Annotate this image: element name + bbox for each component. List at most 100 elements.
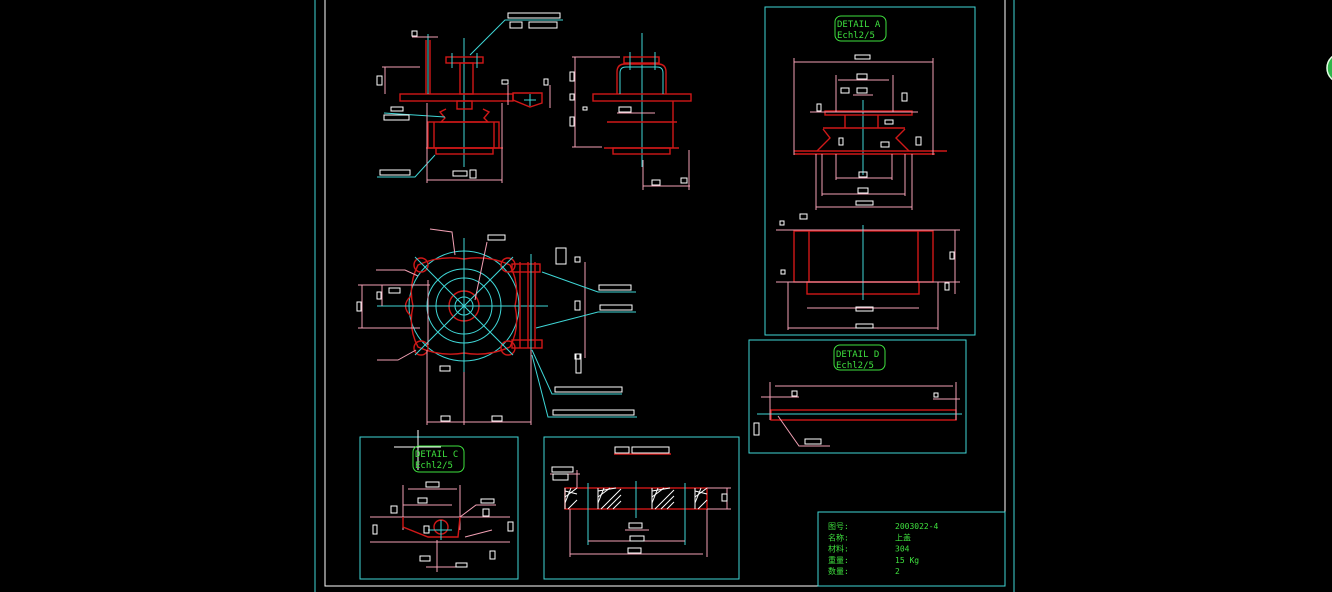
front-view <box>377 19 563 183</box>
dimension-label-box <box>628 522 643 529</box>
dimension-label-box <box>631 446 670 454</box>
section-hatch-line <box>666 501 675 510</box>
dimension-label-box <box>901 92 908 102</box>
dimension-label-box <box>599 304 633 311</box>
dimension-label-box <box>480 498 495 504</box>
detail-c-title: DETAIL C <box>415 450 458 460</box>
dimension-label-box <box>858 171 868 178</box>
dimension-label-box <box>509 21 523 29</box>
section-hatch-line <box>651 487 671 492</box>
detail-d-tag: DETAIL D Echl2/5 <box>833 344 886 371</box>
floating-action-button[interactable] <box>1326 53 1332 83</box>
plan-view <box>358 228 637 425</box>
dimension-label-box <box>489 550 496 560</box>
dimension-label-box <box>425 481 440 488</box>
section-hatch-line <box>654 489 675 510</box>
dimension-label-box <box>598 284 632 291</box>
section-hatch-line <box>567 499 578 510</box>
dimension-labels <box>356 12 955 568</box>
dimension-label-box <box>779 220 785 226</box>
dimension-label-box <box>507 12 561 19</box>
dimension-label-box <box>372 524 378 535</box>
dimension-label-box <box>856 87 868 94</box>
dimension-label-box <box>855 200 874 206</box>
dimension-label-box <box>419 555 431 562</box>
section-hatch-line <box>564 490 578 495</box>
dimension-label-box <box>799 213 808 220</box>
dimension-label-box <box>507 521 514 532</box>
dimension-label-box <box>949 251 955 260</box>
dimension-label-box <box>569 93 575 101</box>
title-block-value: 304 <box>895 545 910 554</box>
detail-d-title: DETAIL D <box>836 350 879 360</box>
dimension-label-box <box>552 473 569 481</box>
title-block-value: 15 Kg <box>895 556 919 565</box>
title-block-label: 材料: <box>828 544 849 554</box>
dimension-label-box <box>440 415 451 422</box>
dimension-label-box <box>753 422 760 436</box>
section-hatch-line <box>694 490 708 495</box>
title-block-label: 名称: <box>828 532 849 542</box>
dimension-label-box <box>388 287 401 294</box>
side-view <box>572 33 692 190</box>
dimension-label-box <box>618 106 632 113</box>
section-hatch-line <box>612 500 622 510</box>
dimension-label-box <box>574 300 581 311</box>
dimension-label-box <box>469 169 477 179</box>
detail-c-panel <box>359 430 519 580</box>
dimension-label-box <box>780 269 786 275</box>
section-hatch-line <box>597 487 617 492</box>
dimension-label-box <box>884 119 894 125</box>
dimension-label-box <box>439 365 451 372</box>
dimension-label-box <box>855 306 874 312</box>
dimension-label-box <box>423 525 430 534</box>
title-block-label: 重量: <box>828 555 849 565</box>
detail-c-scale: Echl2/5 <box>415 461 453 471</box>
section-view <box>543 436 740 580</box>
title-block-label: 数量: <box>828 566 849 576</box>
dimension-label-box <box>721 493 728 502</box>
detail-a-scale: Echl2/5 <box>837 31 875 41</box>
dimension-label-box <box>857 187 869 194</box>
detail-c-tag: DETAIL C Echl2/5 <box>412 445 465 473</box>
dimension-label-box <box>838 137 844 146</box>
dimension-label-box <box>574 256 581 263</box>
detail-a-panel <box>764 6 976 336</box>
dimension-label-box <box>452 170 468 177</box>
dimension-label-box <box>856 73 868 80</box>
section-hatch-line <box>606 494 622 510</box>
dimension-label-box <box>569 71 575 82</box>
dimension-label-box <box>411 30 418 37</box>
section-hatch-line <box>697 499 708 510</box>
title-block-value: 2 <box>895 567 900 576</box>
dimension-label-box <box>855 323 874 329</box>
dimension-label-box <box>552 409 635 416</box>
dimension-label-box <box>944 282 950 291</box>
dimension-label-box <box>501 79 509 85</box>
dimension-label-box <box>379 169 411 176</box>
section-hatch-line <box>660 495 675 510</box>
dimension-label-box <box>554 386 623 393</box>
dimension-label-box <box>376 291 382 300</box>
dimension-label-box <box>569 116 575 127</box>
dimension-label-box <box>680 177 688 184</box>
detail-d-scale: Echl2/5 <box>836 361 874 371</box>
detail-a-tag: DETAIL A Echl2/5 <box>834 15 887 42</box>
dimension-label-box <box>574 353 581 360</box>
dimension-label-box <box>417 497 428 504</box>
dimension-label-box <box>915 136 922 146</box>
detail-d-panel <box>748 339 967 454</box>
dimension-label-box <box>804 438 822 445</box>
dimension-label-box <box>528 21 558 29</box>
dimension-label-box <box>791 390 798 397</box>
dimension-label-box <box>482 508 490 517</box>
dimension-label-box <box>582 106 588 111</box>
section-hatch-line <box>694 487 702 504</box>
dimension-label-box <box>376 75 383 86</box>
dimension-label-box <box>816 103 822 112</box>
dimension-label-box <box>390 505 398 514</box>
dimension-label-box <box>614 446 630 454</box>
dimension-label-box <box>487 234 506 241</box>
